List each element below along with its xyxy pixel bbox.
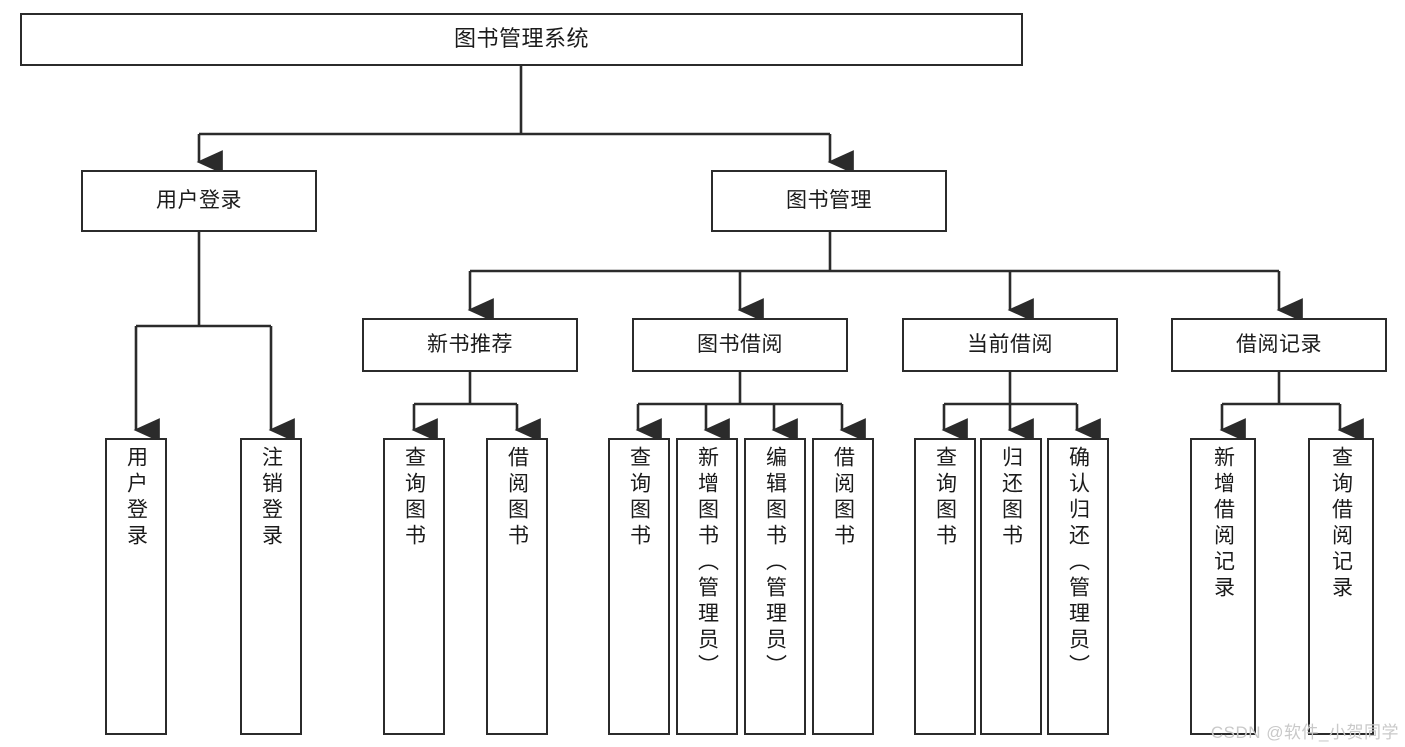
leaf-add-borrow-record[interactable]: 新增借阅记录	[1190, 438, 1256, 735]
node-label: 新增借阅记录	[1211, 446, 1235, 602]
node-label: 用户登录	[156, 189, 242, 213]
node-book-borrow[interactable]: 图书借阅	[632, 318, 848, 372]
leaf-query-book-new[interactable]: 查询图书	[383, 438, 445, 735]
leaf-borrow-book[interactable]: 借阅图书	[812, 438, 874, 735]
node-label: 查询借阅记录	[1329, 446, 1353, 602]
node-label: 注销登录	[259, 446, 283, 550]
leaf-query-borrow-record[interactable]: 查询借阅记录	[1308, 438, 1374, 735]
node-label: 确认归还（管理员）	[1066, 446, 1090, 680]
node-label: 借阅图书	[505, 446, 529, 550]
node-borrow-record[interactable]: 借阅记录	[1171, 318, 1387, 372]
csdn-watermark: CSDN @软件_小贺同学	[1210, 723, 1399, 742]
leaf-user-login[interactable]: 用户登录	[105, 438, 167, 735]
node-label: 查询图书	[402, 446, 426, 550]
leaf-confirm-return-admin[interactable]: 确认归还（管理员）	[1047, 438, 1109, 735]
node-label: 查询图书	[933, 446, 957, 550]
node-new-book-recommendation[interactable]: 新书推荐	[362, 318, 578, 372]
leaf-borrow-book-new[interactable]: 借阅图书	[486, 438, 548, 735]
node-root-book-management-system[interactable]: 图书管理系统	[20, 13, 1023, 66]
node-label: 图书借阅	[697, 333, 783, 357]
node-current-borrow[interactable]: 当前借阅	[902, 318, 1118, 372]
node-label: 归还图书	[999, 446, 1023, 550]
node-user-login[interactable]: 用户登录	[81, 170, 317, 232]
leaf-add-book-admin[interactable]: 新增图书（管理员）	[676, 438, 738, 735]
leaf-query-book-borrow[interactable]: 查询图书	[608, 438, 670, 735]
leaf-return-book[interactable]: 归还图书	[980, 438, 1042, 735]
node-label: 图书管理系统	[453, 26, 589, 52]
node-book-management[interactable]: 图书管理	[711, 170, 947, 232]
node-label: 借阅记录	[1236, 333, 1322, 357]
node-label: 编辑图书（管理员）	[763, 446, 787, 680]
node-label: 借阅图书	[831, 446, 855, 550]
leaf-edit-book-admin[interactable]: 编辑图书（管理员）	[744, 438, 806, 735]
leaf-query-book-current[interactable]: 查询图书	[914, 438, 976, 735]
node-label: 用户登录	[124, 446, 148, 550]
node-label: 新增图书（管理员）	[695, 446, 719, 680]
node-label: 查询图书	[627, 446, 651, 550]
leaf-logout[interactable]: 注销登录	[240, 438, 302, 735]
node-label: 新书推荐	[427, 333, 513, 357]
node-label: 当前借阅	[967, 333, 1053, 357]
node-label: 图书管理	[786, 189, 872, 213]
